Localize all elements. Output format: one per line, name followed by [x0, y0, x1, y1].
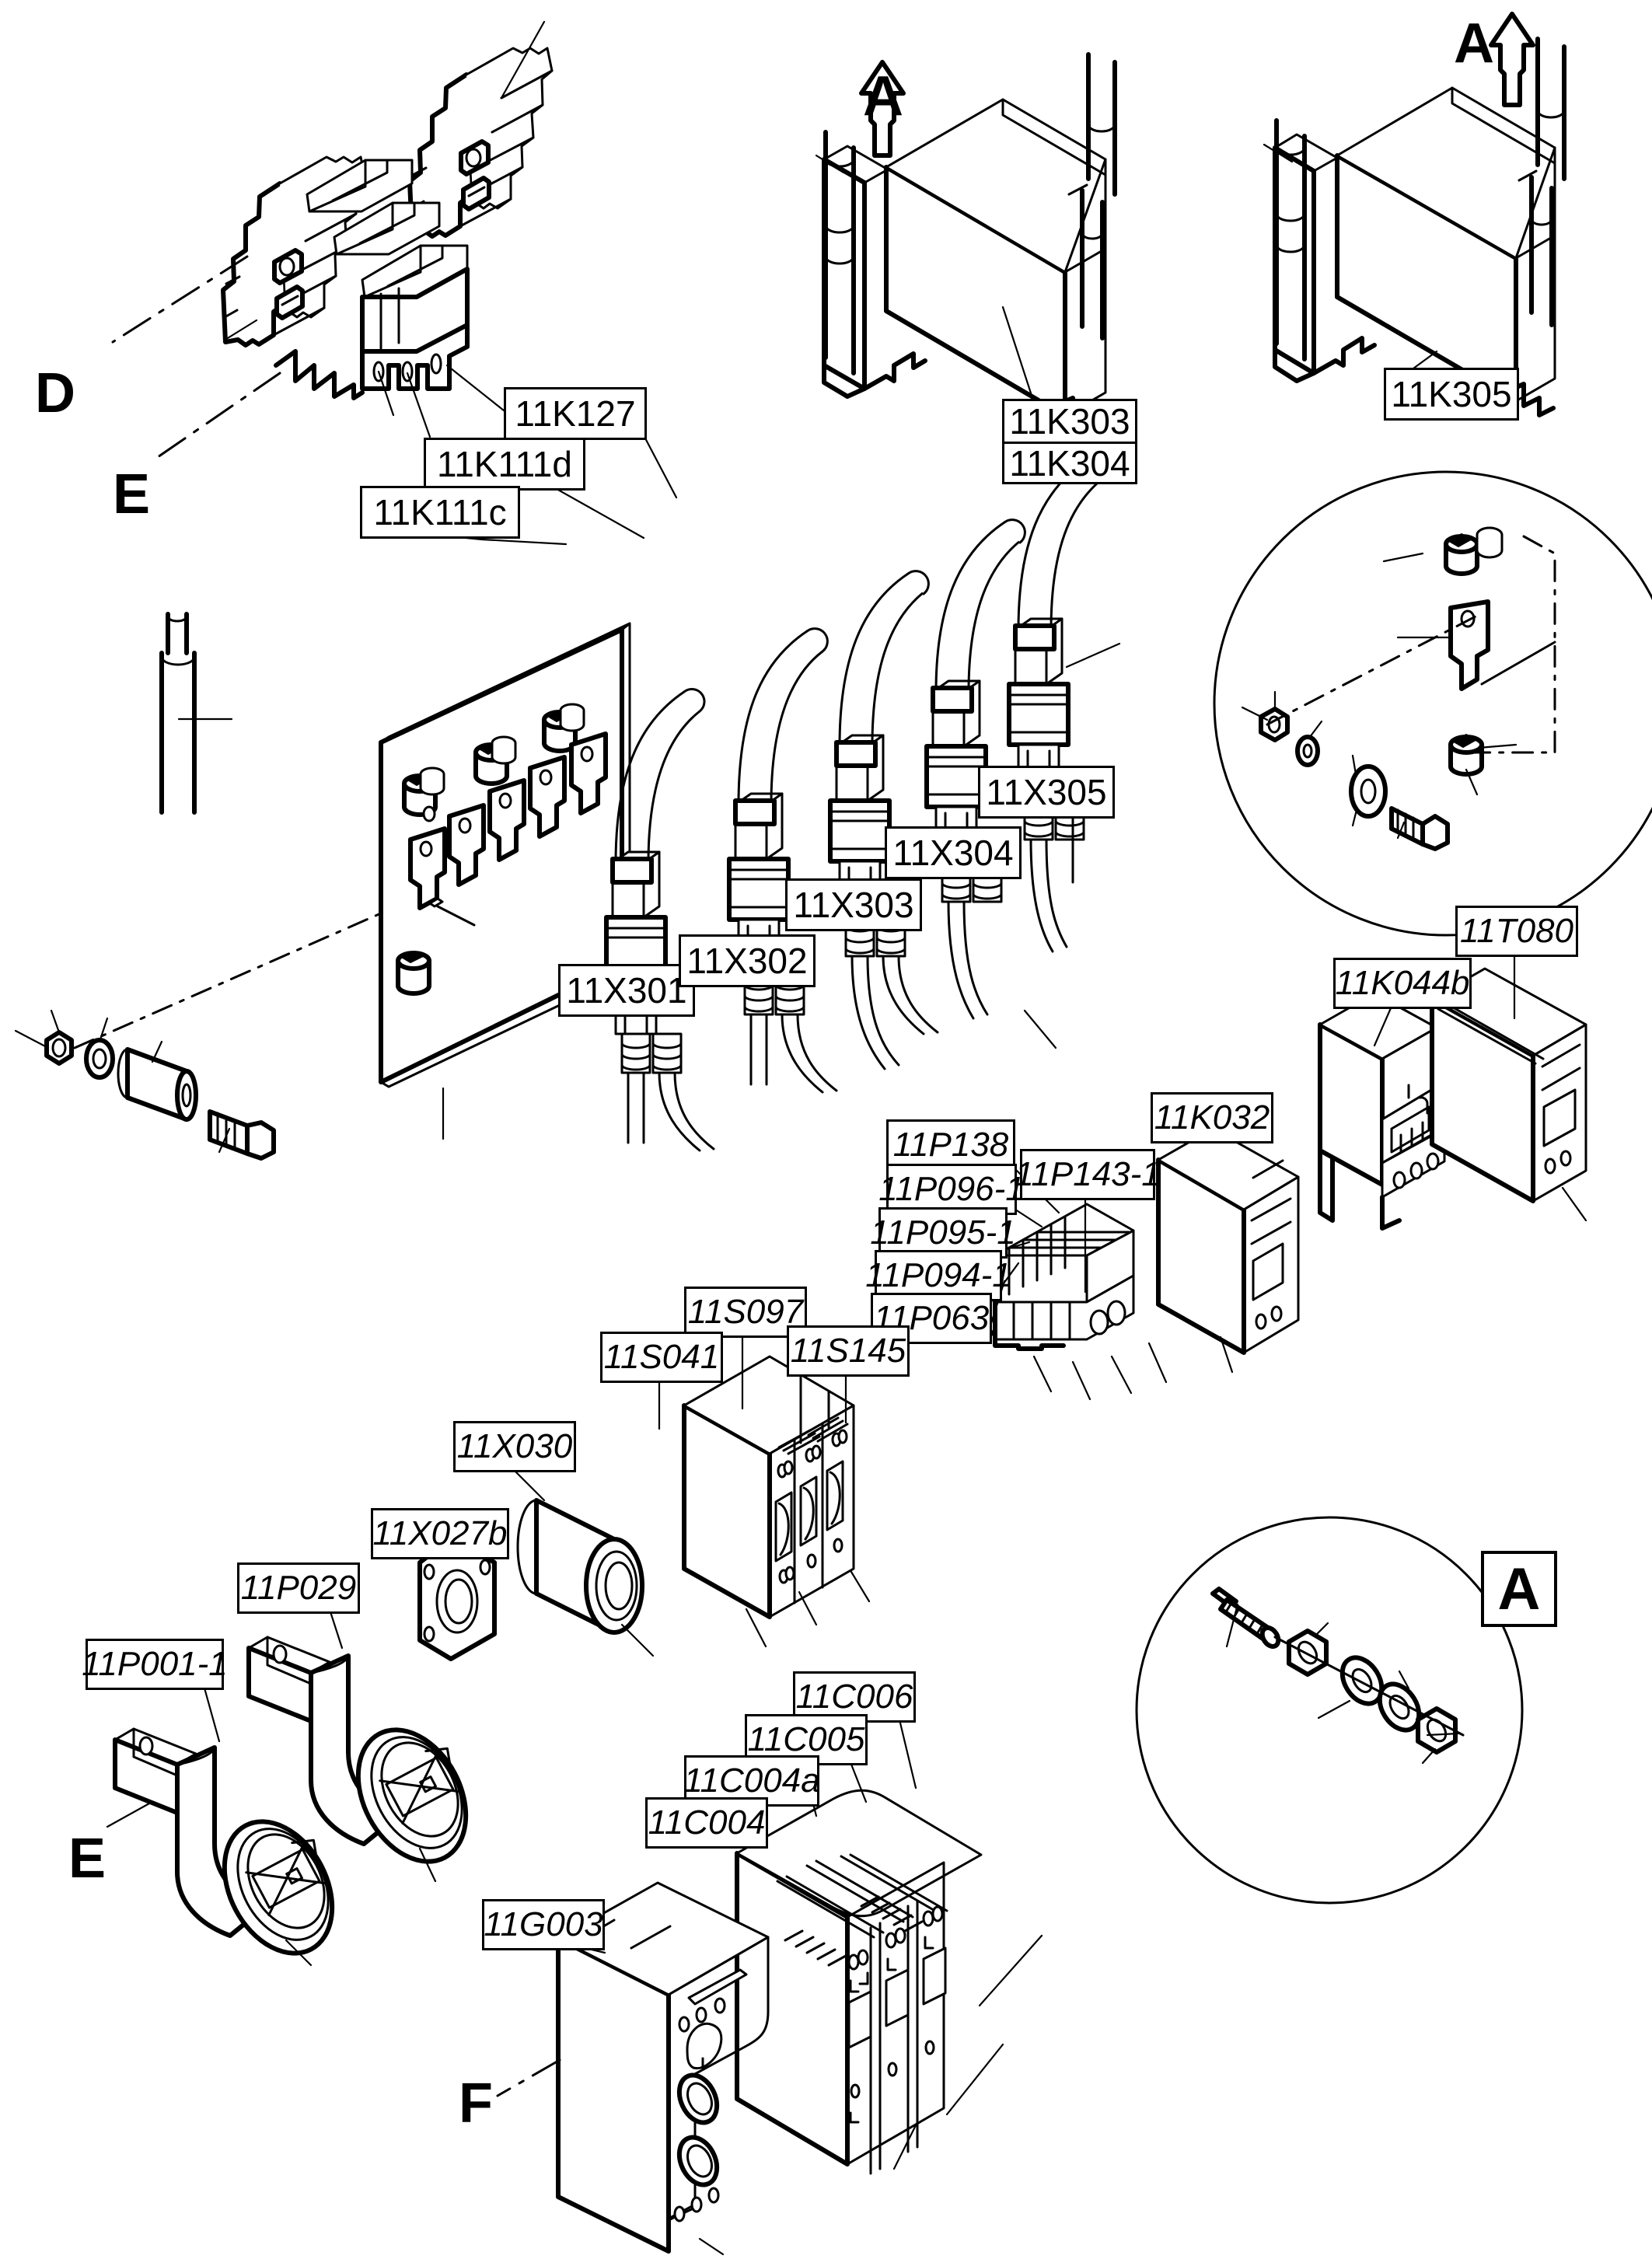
callout-11X027b-text: 11X027b	[372, 1514, 508, 1552]
view-letter-F: F	[459, 2072, 493, 2135]
callout-11S041[interactable]: 11S041	[600, 1332, 723, 1383]
callout-11P094-1-text: 11P094-1	[865, 1256, 1011, 1294]
view-letter-D: D	[35, 362, 75, 424]
callout-11X027b[interactable]: 11X027b	[371, 1508, 509, 1559]
callout-11S041-text: 11S041	[603, 1338, 720, 1376]
detail-circle-clamps	[1213, 470, 1652, 937]
callout-11K044b-text: 11K044b	[1335, 964, 1470, 1002]
callout-11K111d-text: 11K111d	[437, 444, 572, 484]
callout-11P029-text: 11P029	[240, 1569, 357, 1607]
callout-11T080-text: 11T080	[1460, 912, 1573, 950]
indicator-lamp-upper	[246, 1598, 469, 1883]
callout-11P063[interactable]: 11P063	[871, 1293, 992, 1344]
callout-11X305-text: 11X305	[986, 772, 1107, 812]
callout-11T080[interactable]: 11T080	[1455, 906, 1578, 957]
controller-module-bank	[735, 1715, 1043, 2175]
callout-11C004-text: 11C004	[648, 1803, 766, 1842]
callout-11K127-text: 11K127	[515, 393, 636, 434]
flange-11X027b	[403, 1530, 497, 1661]
detail-view-marker-A: A	[1481, 1551, 1557, 1627]
callout-11K111c-text: 11K111c	[373, 492, 507, 532]
callout-11X302[interactable]: 11X302	[679, 934, 816, 987]
module-11K044b	[1318, 992, 1446, 1231]
plate-mount-hardware	[14, 911, 384, 1161]
view-letter-A-right: A	[1454, 12, 1494, 75]
circuit-breaker-bank	[658, 1331, 871, 1648]
callout-11S145[interactable]: 11S145	[787, 1325, 910, 1377]
callout-11P096-1-text: 11P096-1	[878, 1170, 1025, 1208]
relay-module-left	[815, 52, 1117, 431]
callout-11K127[interactable]: 11K127	[504, 387, 647, 440]
indicator-lamp-lower	[106, 1684, 335, 1967]
connector-mounting-plate	[379, 622, 631, 1140]
callout-11X302-text: 11X302	[686, 941, 808, 981]
relay-module-right	[1263, 12, 1566, 417]
callout-11K303-11K304[interactable]: 11K303 11K304	[1002, 399, 1137, 484]
callout-11P001-1[interactable]: 11P001-1	[82, 1639, 228, 1690]
view-letter-A-left: A	[863, 65, 903, 127]
callout-11X301[interactable]: 11X301	[558, 964, 695, 1017]
callout-11P001-1-text: 11P001-1	[82, 1645, 228, 1683]
callout-11G003-text: 11G003	[484, 1905, 603, 1943]
callout-11K303-text: 11K303	[1009, 401, 1130, 442]
callout-11C006-text: 11C006	[795, 1678, 913, 1716]
callout-11P029[interactable]: 11P029	[237, 1562, 360, 1614]
callout-11X305[interactable]: 11X305	[978, 766, 1115, 819]
module-11K032	[1156, 1110, 1300, 1374]
callout-11P138-text: 11P138	[892, 1126, 1009, 1164]
callout-11X304-text: 11X304	[892, 833, 1014, 873]
callout-11K305-text: 11K305	[1391, 374, 1512, 414]
callout-11K032[interactable]: 11K032	[1151, 1092, 1273, 1143]
callout-11K304-text: 11K304	[1004, 442, 1135, 482]
callout-11P143-1[interactable]: 11P143-1	[1015, 1149, 1161, 1200]
callout-11K111d[interactable]: 11K111d	[424, 438, 585, 491]
callout-11P143-1-text: 11P143-1	[1015, 1155, 1161, 1193]
callout-11X304[interactable]: 11X304	[885, 826, 1022, 879]
callout-11C004a-text: 11C004a	[683, 1761, 820, 1800]
view-letter-E-top: E	[113, 463, 151, 525]
callout-11P095-1-text: 11P095-1	[870, 1213, 1016, 1252]
callout-11K032-text: 11K032	[1154, 1098, 1270, 1136]
callout-11K305[interactable]: 11K305	[1384, 368, 1519, 421]
callout-11G003[interactable]: 11G003	[482, 1899, 605, 1950]
callout-11C004[interactable]: 11C004	[645, 1797, 768, 1849]
callout-11X030[interactable]: 11X030	[453, 1421, 576, 1472]
callout-11S097[interactable]: 11S097	[684, 1287, 807, 1338]
callout-11K111c[interactable]: 11K111c	[360, 486, 520, 539]
callout-11S145-text: 11S145	[790, 1332, 906, 1370]
terminal-block-assembly	[980, 1163, 1168, 1401]
view-letter-E-bottom: E	[68, 1828, 107, 1890]
callout-11X303[interactable]: 11X303	[785, 878, 922, 931]
callout-11X303-text: 11X303	[793, 885, 914, 925]
relay-socket-group	[221, 20, 678, 546]
detail-circle-fasteners	[1135, 1516, 1524, 1905]
callout-11P138[interactable]: 11P138	[886, 1119, 1015, 1171]
callout-11X301-text: 11X301	[566, 970, 687, 1011]
single-wire-part	[159, 612, 233, 815]
callout-11S097-text: 11S097	[687, 1293, 804, 1331]
callout-11K044b[interactable]: 11K044b	[1333, 958, 1472, 1009]
callout-11X030-text: 11X030	[456, 1427, 573, 1465]
enclosure-11G003	[496, 1881, 770, 2256]
callout-11C005-text: 11C005	[747, 1720, 865, 1758]
bushing-11X030	[512, 1468, 655, 1657]
